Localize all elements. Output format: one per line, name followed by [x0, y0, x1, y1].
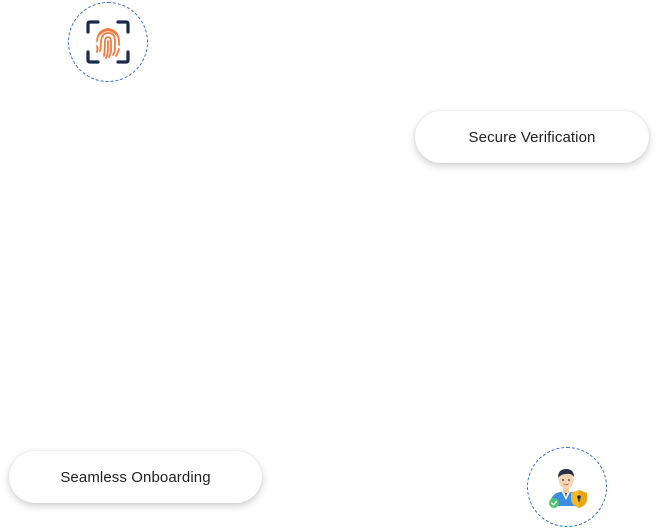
seamless-onboarding-badge: Seamless Onboarding — [9, 451, 262, 503]
user-shield-badge — [527, 447, 607, 527]
seamless-onboarding-label: Seamless Onboarding — [60, 468, 211, 486]
fingerprint-scan-icon — [86, 20, 130, 64]
secure-verification-label: Secure Verification — [468, 128, 596, 146]
fingerprint-badge — [68, 2, 148, 82]
secure-verification-badge: Secure Verification — [415, 111, 649, 163]
user-shield-icon — [549, 469, 587, 508]
